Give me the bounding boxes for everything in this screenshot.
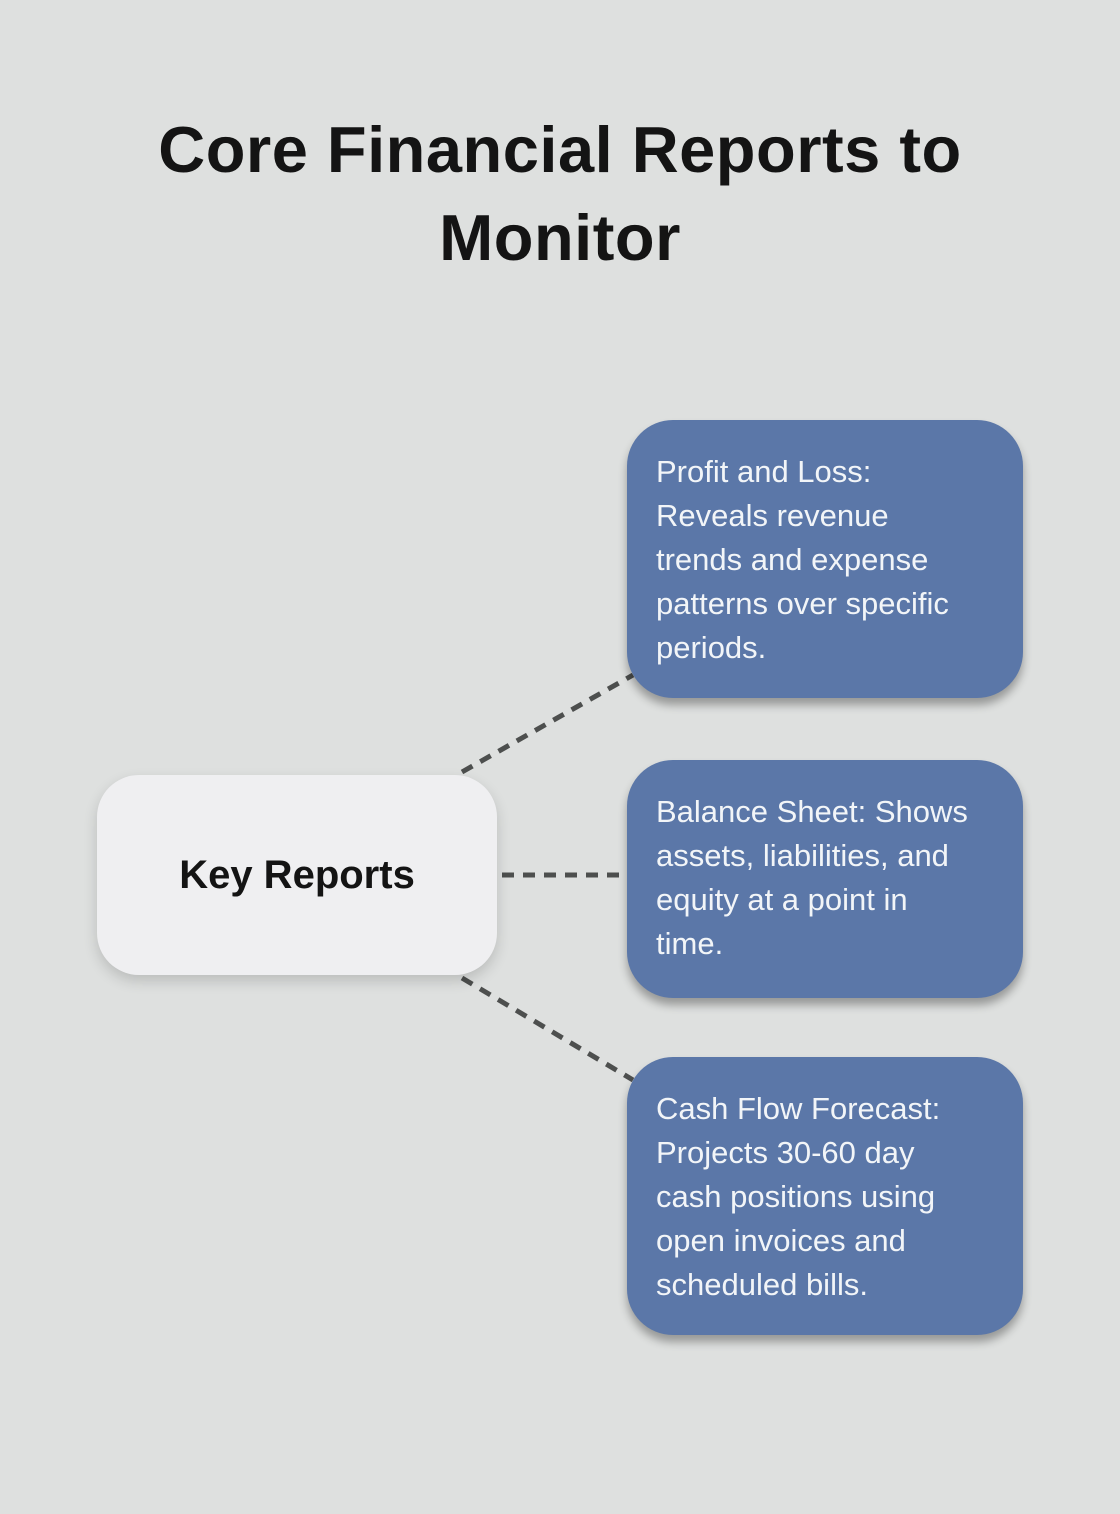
- branch-node-text: Cash Flow Forecast: Projects 30-60 day c…: [656, 1091, 941, 1302]
- branch-node-balance-sheet: Balance Sheet: Shows assets, liabilities…: [627, 760, 1023, 998]
- root-node-label: Key Reports: [179, 852, 415, 897]
- branch-node-profit-and-loss: Profit and Loss: Reveals revenue trends …: [627, 420, 1023, 698]
- root-node-key-reports: Key Reports: [97, 775, 497, 975]
- branch-node-text: Balance Sheet: Shows assets, liabilities…: [656, 794, 968, 961]
- connector-line-profit-and-loss: [460, 672, 635, 775]
- branch-node-text: Profit and Loss: Reveals revenue trends …: [656, 454, 949, 665]
- connector-line-cash-flow-forecast: [460, 975, 635, 1083]
- branch-node-cash-flow-forecast: Cash Flow Forecast: Projects 30-60 day c…: [627, 1057, 1023, 1335]
- page-title: Core Financial Reports to Monitor: [158, 113, 962, 274]
